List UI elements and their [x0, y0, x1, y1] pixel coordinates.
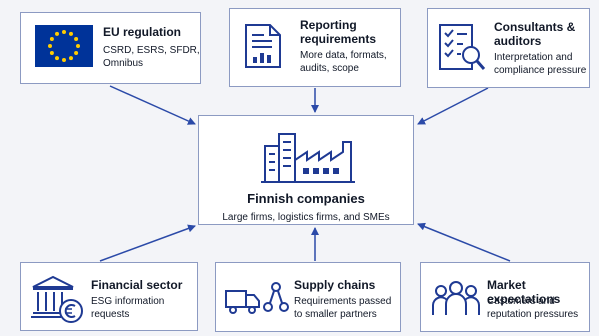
- node-description: Interpretation and compliance pressure: [494, 52, 587, 76]
- eu-flag-icon: [35, 25, 93, 67]
- node-eu-regulation: EU regulation CSRD, ESRS, SFDR, Omnibus: [20, 12, 201, 84]
- node-market-expectations: Market expectations Customers and reputa…: [420, 262, 590, 332]
- arrow-consultants-to-center: [417, 87, 489, 125]
- factory-buildings-icon: [261, 133, 355, 183]
- node-title: Supply chains: [294, 278, 376, 292]
- node-description: ESG information requests: [91, 296, 165, 320]
- node-title: EU regulation: [103, 25, 182, 39]
- checklist-magnifier-icon: [439, 24, 486, 70]
- node-title: Consultants & auditors: [494, 20, 576, 48]
- node-title: Reporting requirements: [300, 18, 377, 46]
- node-title: Finnish companies: [247, 191, 365, 206]
- node-description: More data, formats, audits, scope: [300, 50, 387, 74]
- truck-network-icon: [225, 282, 289, 314]
- node-consultants-auditors: Consultants & auditors Interpretation an…: [427, 8, 590, 88]
- node-description: Requirements passed to smaller partners: [294, 296, 392, 320]
- node-supply-chains: Supply chains Requirements passed to sma…: [215, 262, 401, 332]
- node-description: Large firms, logistics firms, and SMEs: [222, 212, 390, 223]
- node-financial-sector: Financial sector ESG information request…: [20, 262, 198, 331]
- node-description: Customers and reputation pressures: [487, 296, 579, 320]
- arrow-market-to-center: [417, 222, 511, 262]
- report-chart-icon: [245, 24, 281, 68]
- node-reporting-requirements: Reporting requirements More data, format…: [229, 8, 401, 87]
- node-title: Financial sector: [91, 278, 183, 292]
- arrow-eu-to-center: [109, 85, 196, 125]
- node-description: CSRD, ESRS, SFDR, Omnibus: [103, 45, 200, 69]
- arrow-financial-to-center: [99, 224, 196, 262]
- people-group-icon: [432, 281, 480, 315]
- node-title: Market expectations: [487, 278, 561, 306]
- bank-euro-icon: [31, 275, 83, 323]
- node-finnish-companies: Finnish companies Large firms, logistics…: [198, 115, 414, 225]
